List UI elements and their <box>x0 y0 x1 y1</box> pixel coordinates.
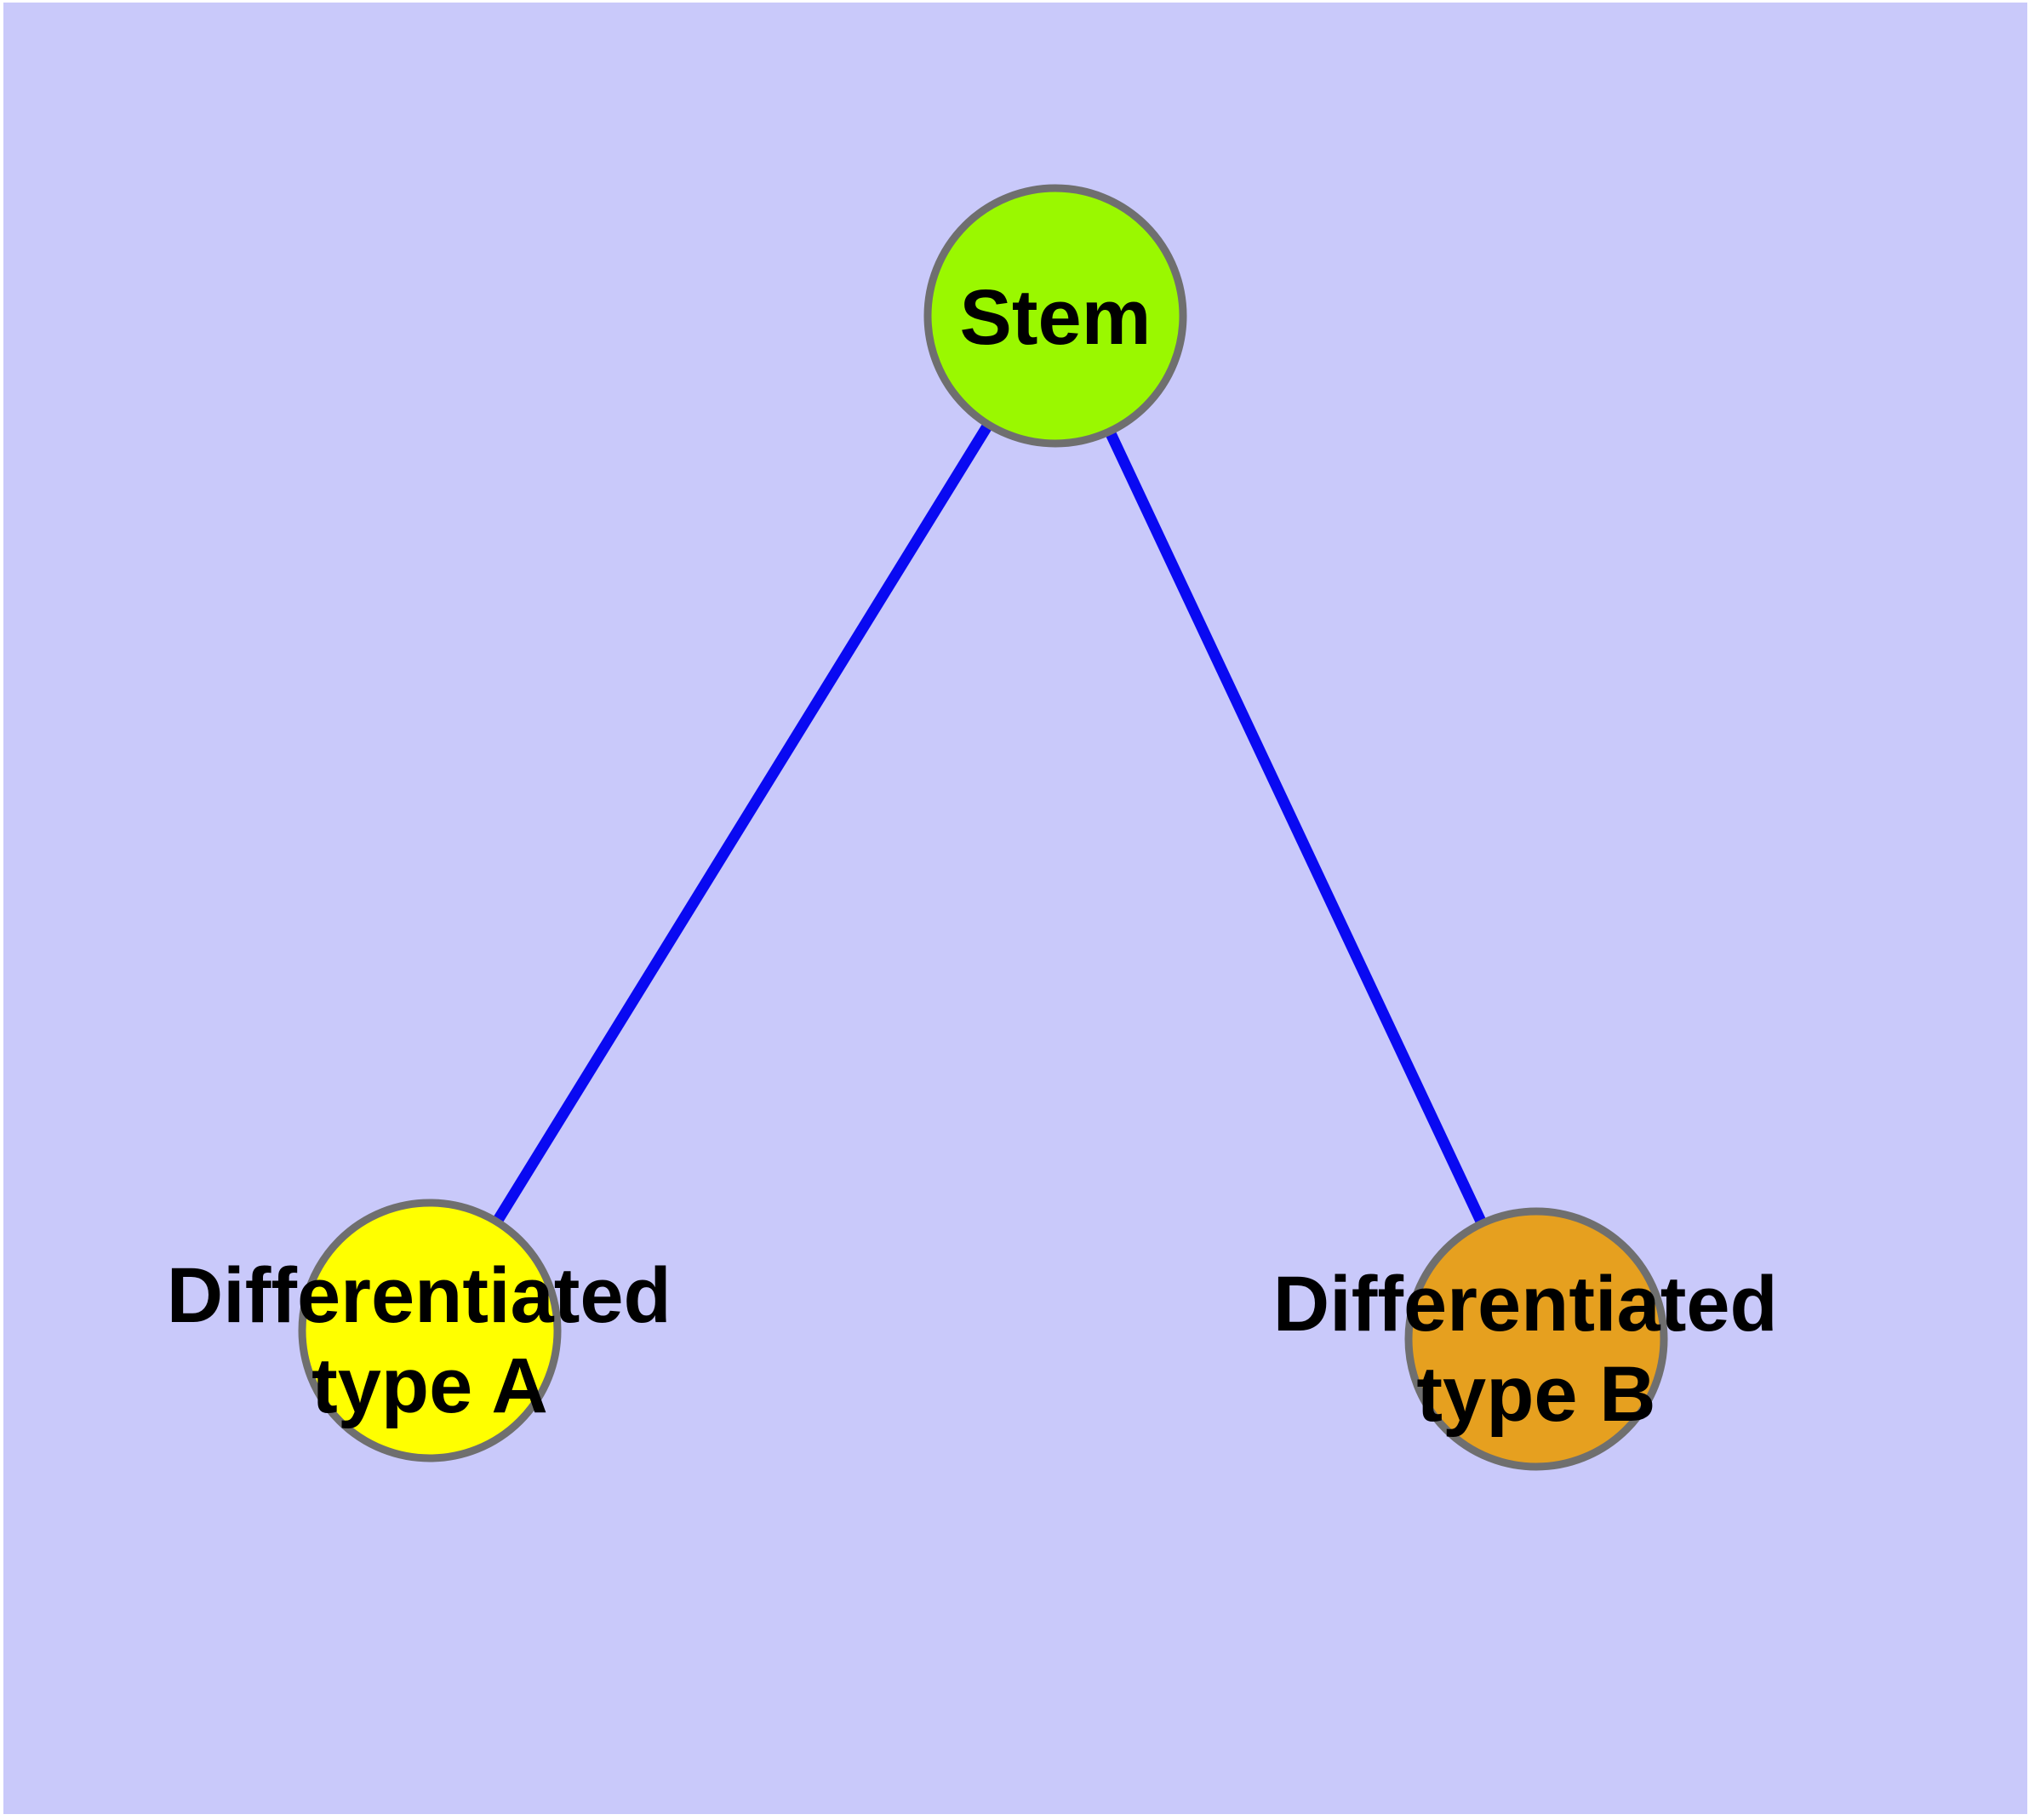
diff-b-node-label: Differentiated type B <box>1273 1261 1800 1438</box>
diff-b-node-circle <box>1404 1207 1668 1471</box>
stem-node-circle <box>923 184 1187 448</box>
stem-node-label: Stem <box>960 274 1152 361</box>
node-layer: Stem Differentiated type A Differentiate… <box>167 184 1800 1471</box>
diff-a-node-label: Differentiated type A <box>167 1252 694 1429</box>
diff-b-label-line-2: type B <box>1416 1351 1655 1438</box>
edge-layer <box>425 312 1541 1342</box>
node-stem: Stem <box>923 184 1187 448</box>
edge-stem-to-diff-a <box>425 312 1060 1334</box>
node-differentiated-type-a: Differentiated type A <box>167 1199 694 1462</box>
diff-a-label-line-2: type A <box>311 1342 548 1429</box>
edge-stem-to-diff-b <box>1050 313 1541 1342</box>
diff-a-label-line-1: Differentiated <box>167 1252 672 1339</box>
stem-label-line-1: Stem <box>960 274 1152 361</box>
node-differentiated-type-b: Differentiated type B <box>1273 1207 1800 1471</box>
diff-b-label-line-1: Differentiated <box>1273 1261 1778 1348</box>
diff-a-node-circle <box>298 1199 562 1462</box>
